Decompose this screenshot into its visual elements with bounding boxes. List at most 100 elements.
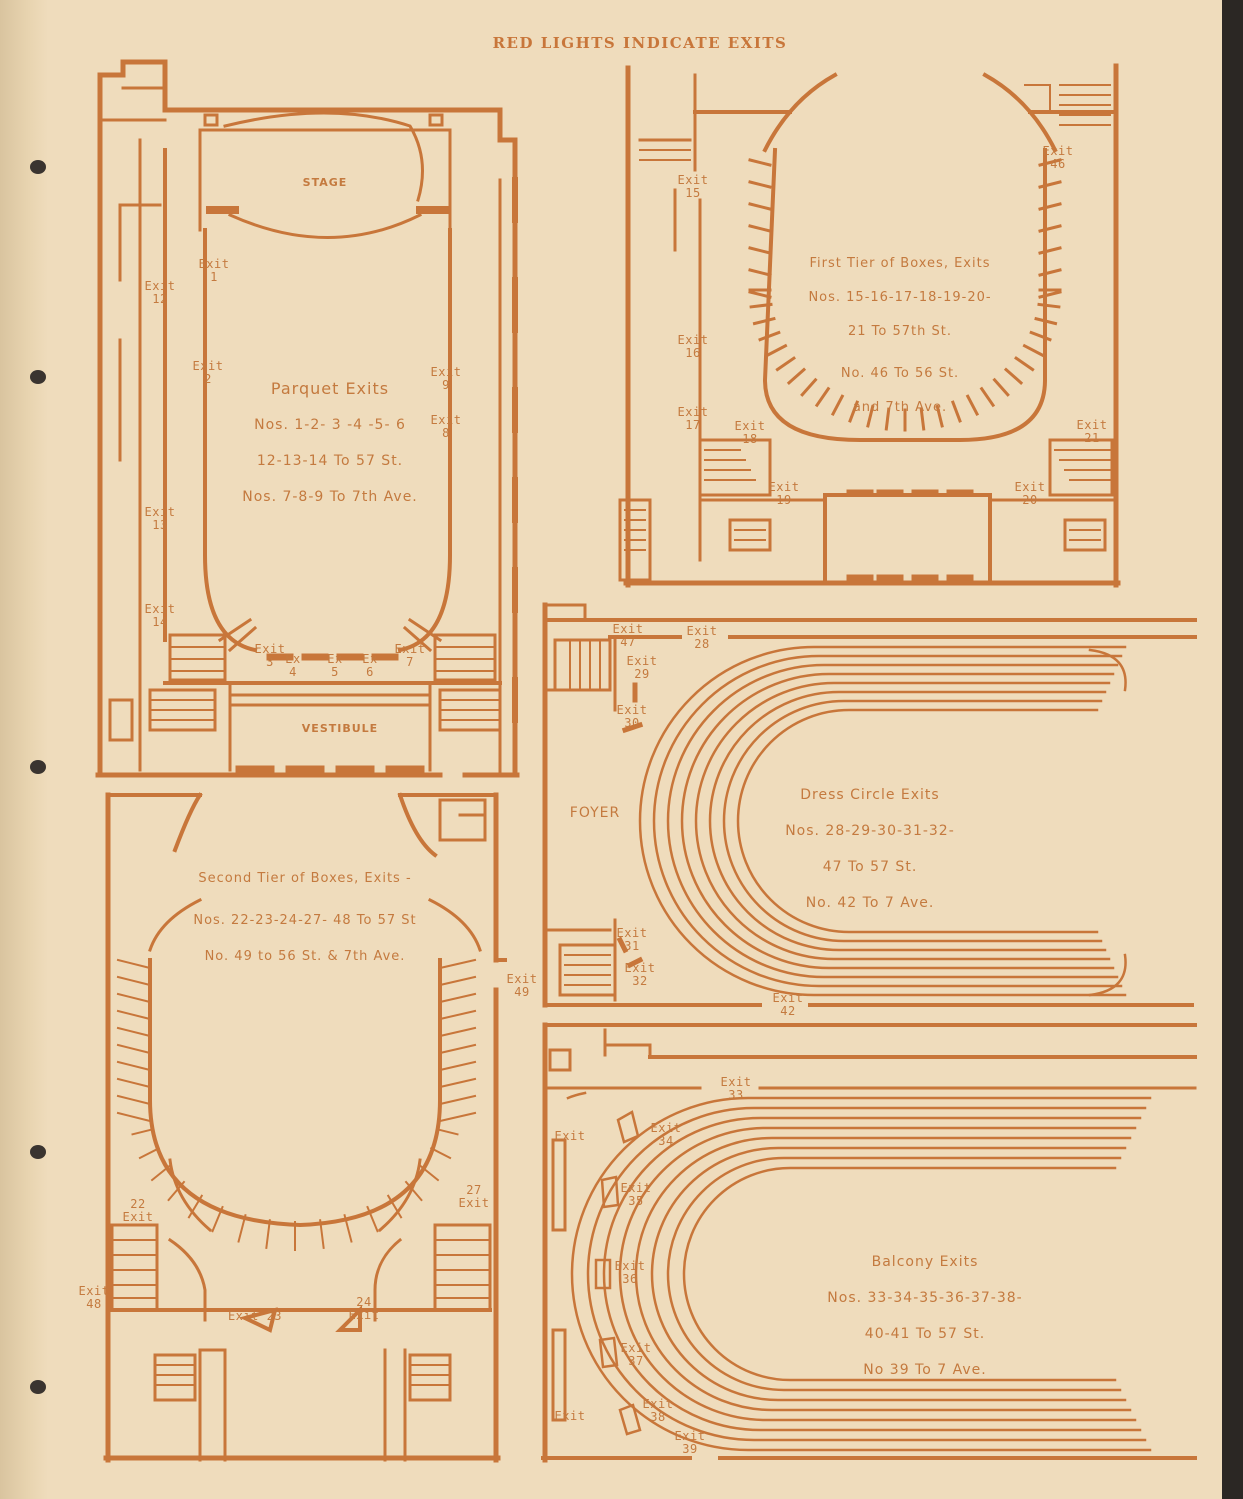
page-title: RED LIGHTS INDICATE EXITS: [492, 34, 788, 52]
box-partition: [979, 386, 996, 408]
box-partition: [884, 407, 891, 431]
box-partition: [1029, 330, 1052, 342]
exit-label: Exit 2: [192, 359, 224, 386]
exit-label: Exit 8: [430, 413, 462, 440]
box-partition: [1038, 158, 1062, 167]
box-partition: [1038, 180, 1062, 189]
box-partition: [429, 1146, 452, 1160]
parquet-legend-line: 12-13-14 To 57 St.: [256, 453, 404, 469]
box-partition: [935, 404, 944, 428]
box-partition: [1038, 268, 1062, 277]
seating-row: [666, 1156, 1122, 1392]
exit-label: Exit 1: [198, 257, 230, 284]
parquet-legend-line: Nos. 7-8-9 To 7th Ave.: [242, 489, 418, 505]
exit-label: Exit 36: [614, 1259, 646, 1286]
box-partition: [319, 1219, 325, 1249]
box-partition: [1022, 343, 1045, 358]
box-partition: [438, 958, 477, 970]
box-partition: [748, 268, 772, 277]
exit-label: Exit 35: [620, 1181, 652, 1208]
first-tier-legend-line: No. 46 To 56 St.: [840, 366, 960, 381]
box-partition: [748, 246, 772, 255]
exit-label: Ex 5: [327, 652, 343, 679]
box-partition: [1014, 356, 1035, 372]
box-partition: [965, 394, 980, 416]
box-partition: [116, 992, 152, 1004]
box-partition: [116, 1026, 152, 1038]
box-partition: [116, 1111, 152, 1123]
box-partition: [848, 400, 860, 423]
box-partition: [866, 404, 875, 428]
exit-label: Exit 37: [620, 1341, 652, 1368]
exit-label: Exit 14: [144, 602, 176, 629]
exit-label: Exit 42: [772, 991, 804, 1018]
first-tier-legend-line: Nos. 15-16-17-18-19-20-: [808, 290, 992, 305]
box-partition: [366, 1205, 379, 1233]
box-partition: [167, 1180, 186, 1202]
first-tier-legend-line: 21 To 57th St.: [848, 324, 952, 339]
box-partition: [830, 394, 845, 416]
exit-label: Exit 7: [394, 642, 426, 669]
seating-row: [634, 1136, 1132, 1412]
second-tier-legend: Second Tier of Boxes, Exits - Nos. 22-23…: [160, 852, 450, 984]
parquet-plan: [95, 59, 520, 778]
seating-row: [708, 690, 1107, 952]
box-partition: [343, 1214, 353, 1243]
second-tier-legend-title: Second Tier of Boxes, Exits -: [198, 871, 412, 886]
box-partition: [786, 367, 807, 385]
box-partition: [1038, 246, 1062, 255]
dress-circle-legend-line: No. 42 To 7 Ave.: [805, 895, 935, 911]
dress-circle-legend: Dress Circle Exits Nos. 28-29-30-31-32- …: [765, 768, 975, 930]
box-partition: [438, 1009, 477, 1021]
box-partition: [748, 180, 772, 189]
balcony-legend: Balcony Exits Nos. 33-34-35-36-37-38- 40…: [790, 1235, 1060, 1397]
exit-label: Exit 12: [144, 279, 176, 306]
exit-label: Exit: [554, 1409, 586, 1423]
seating-row: [652, 654, 1123, 988]
box-partition: [748, 290, 772, 299]
exit-label: Exit 38: [642, 1397, 674, 1424]
seating-row: [682, 1166, 1117, 1382]
box-partition: [950, 400, 962, 423]
box-partition: [748, 224, 772, 233]
box-partition: [748, 158, 772, 167]
second-tier-legend-line: No. 49 to 56 St. & 7th Ave.: [204, 949, 406, 964]
seating-row: [602, 1116, 1142, 1432]
balcony-legend-line: No 39 To 7 Ave.: [863, 1362, 987, 1378]
box-partition: [800, 377, 818, 397]
exit-label: Exit 48: [78, 1284, 110, 1311]
box-partition: [1038, 224, 1062, 233]
balcony-legend-line: Nos. 33-34-35-36-37-38-: [827, 1290, 1023, 1306]
second-tier-box-partitions: [116, 958, 477, 1251]
parquet-legend: Parquet Exits Nos. 1-2- 3 -4 -5- 6 12-13…: [230, 362, 430, 524]
box-partition: [211, 1205, 224, 1233]
box-partition: [404, 1180, 423, 1202]
box-partition: [438, 1026, 477, 1038]
spiral-binding: [0, 0, 48, 1499]
box-partition: [116, 975, 152, 987]
second-tier-plan: [103, 792, 507, 1463]
box-partition: [386, 1194, 403, 1219]
exit-label: 27 Exit: [458, 1183, 490, 1210]
box-partition: [131, 1128, 154, 1136]
box-partition: [438, 1094, 477, 1106]
balcony-legend-line: 40-41 To 57 St.: [864, 1326, 986, 1342]
exit-label: Ex 4: [285, 652, 301, 679]
dress-circle-plan: [542, 602, 1197, 1008]
exit-label: Exit 18: [734, 419, 766, 446]
seating-row: [650, 1146, 1127, 1402]
box-partition: [1003, 367, 1024, 385]
seating-row: [722, 699, 1103, 943]
exit-label: Exit 46: [1042, 144, 1074, 171]
box-partition: [814, 386, 831, 408]
box-partition: [438, 992, 477, 1004]
second-tier-legend-line: Nos. 22-23-24-27- 48 To 57 St: [193, 913, 417, 928]
first-tier-legend-title: First Tier of Boxes, Exits: [809, 256, 991, 271]
box-partition: [749, 302, 773, 309]
box-partition: [1037, 302, 1061, 309]
box-partition: [758, 330, 781, 342]
binding-ring: [30, 370, 46, 384]
dress-circle-legend-line: Nos. 28-29-30-31-32-: [785, 823, 955, 839]
